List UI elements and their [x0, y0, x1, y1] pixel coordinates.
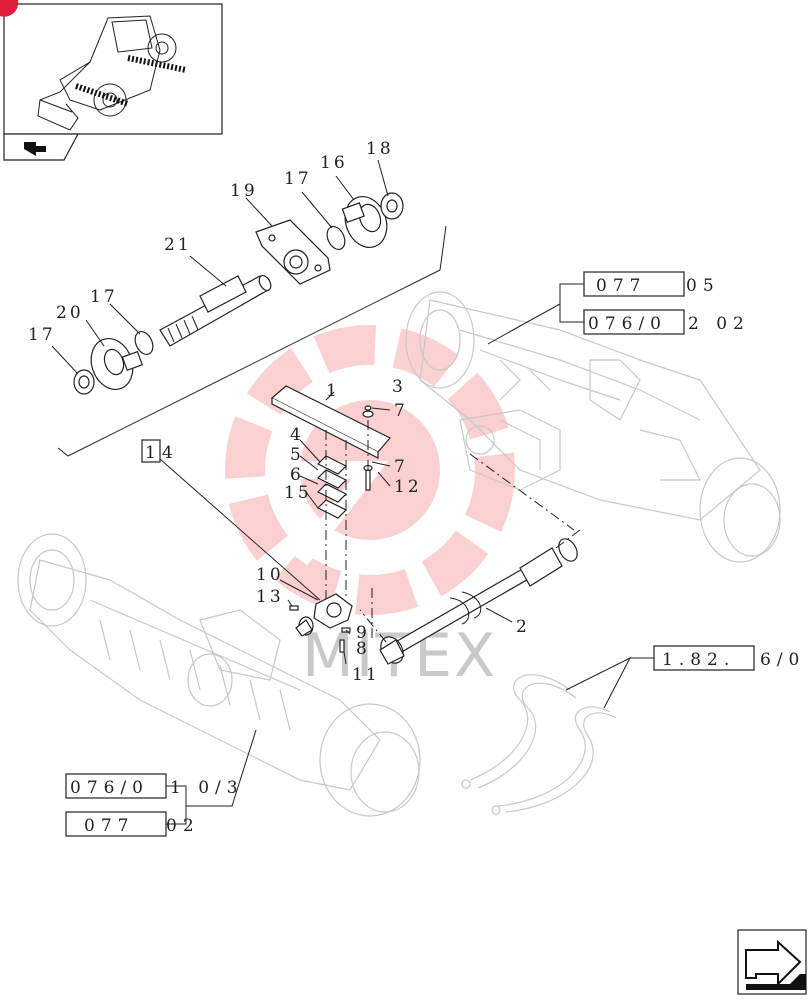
- upper-shaft-assembly: [51, 159, 447, 457]
- callout-7a: 7: [394, 401, 408, 421]
- callout-6: 6: [290, 465, 304, 485]
- callout-15: 15: [284, 483, 312, 503]
- ref-1-82-6-0[interactable]: 1.82. 6/0: [653, 645, 805, 671]
- ref-182-tail-text: 6/0: [760, 650, 805, 670]
- callout-12: 12: [394, 477, 422, 497]
- rear-axle-ghost: [405, 291, 781, 563]
- callout-10: 10: [256, 565, 284, 585]
- ref-182-box-text: 1.82.: [662, 650, 735, 670]
- ref-076-03-tail-text: 1 0/3: [170, 778, 244, 798]
- ref-077-05-tail-text: 05: [686, 276, 720, 296]
- center-support-assembly: [270, 385, 391, 600]
- marker-icon: [0, 0, 19, 17]
- bearing-support[interactable]: [255, 219, 331, 285]
- ref-077-05-box-text: 077: [596, 276, 646, 296]
- callout-7b: 7: [394, 457, 408, 477]
- callout-8: 8: [356, 639, 370, 659]
- leader-ref-14: [151, 451, 321, 601]
- nut[interactable]: [73, 369, 95, 395]
- callout-9: 9: [356, 623, 370, 643]
- callout-19: 19: [230, 181, 258, 201]
- callout-labels: 1 2 3 4 5 6 7 7 8 9 10 11 12 13 15 16 17…: [28, 139, 530, 685]
- front-axle-ghost: [17, 533, 421, 817]
- callout-11: 11: [352, 665, 380, 685]
- callout-5: 5: [290, 445, 304, 465]
- callout-20: 20: [56, 303, 84, 323]
- nut[interactable]: [380, 192, 404, 220]
- ref-076-02[interactable]: 076/0 2 02: [583, 309, 750, 335]
- snap-ring[interactable]: [324, 224, 349, 253]
- callout-17b: 17: [90, 287, 118, 307]
- thumbnail-panel[interactable]: [3, 3, 223, 161]
- callout-1: 1: [326, 381, 340, 401]
- splined-shaft[interactable]: [159, 274, 273, 347]
- ref-14[interactable]: 1 4: [141, 439, 179, 463]
- flange[interactable]: [338, 191, 393, 254]
- callout-13: 13: [256, 587, 284, 607]
- center-bearing[interactable]: [295, 593, 353, 637]
- callout-16: 16: [320, 153, 348, 173]
- callout-17a: 17: [284, 169, 312, 189]
- washer[interactable]: [362, 405, 374, 418]
- ref-077-05[interactable]: 077 05: [583, 271, 720, 297]
- ref-076-03[interactable]: 076/0 1 0/3: [65, 773, 244, 799]
- ref-077-02-tail-text: 02: [166, 816, 200, 836]
- callout-3: 3: [392, 377, 406, 397]
- ref-076-02-box-text: 076/0: [588, 314, 667, 334]
- callout-2: 2: [516, 617, 530, 637]
- hydraulic-hoses[interactable]: [461, 674, 617, 815]
- ref-077-02[interactable]: 077 02: [65, 811, 200, 837]
- flange[interactable]: [84, 333, 144, 396]
- back-arrow-icon[interactable]: [24, 142, 46, 156]
- callout-17c: 17: [28, 325, 56, 345]
- transfer-box: [459, 409, 561, 491]
- loader-thumbnail: [37, 15, 187, 131]
- next-page-icon[interactable]: [737, 929, 807, 995]
- drive-shaft[interactable]: [376, 536, 581, 668]
- callout-21: 21: [164, 235, 192, 255]
- ref-14-tail-text: 4: [162, 443, 179, 463]
- ref-076-02-tail-text: 2 02: [688, 314, 750, 334]
- support-bracket[interactable]: [270, 385, 391, 459]
- callout-18: 18: [366, 139, 394, 159]
- snap-ring[interactable]: [132, 329, 157, 358]
- ref-076-03-box-text: 076/0: [70, 778, 149, 798]
- callout-4: 4: [290, 425, 304, 445]
- ref-14-box-text: 1: [145, 443, 162, 463]
- ref-077-02-box-text: 077: [84, 816, 134, 836]
